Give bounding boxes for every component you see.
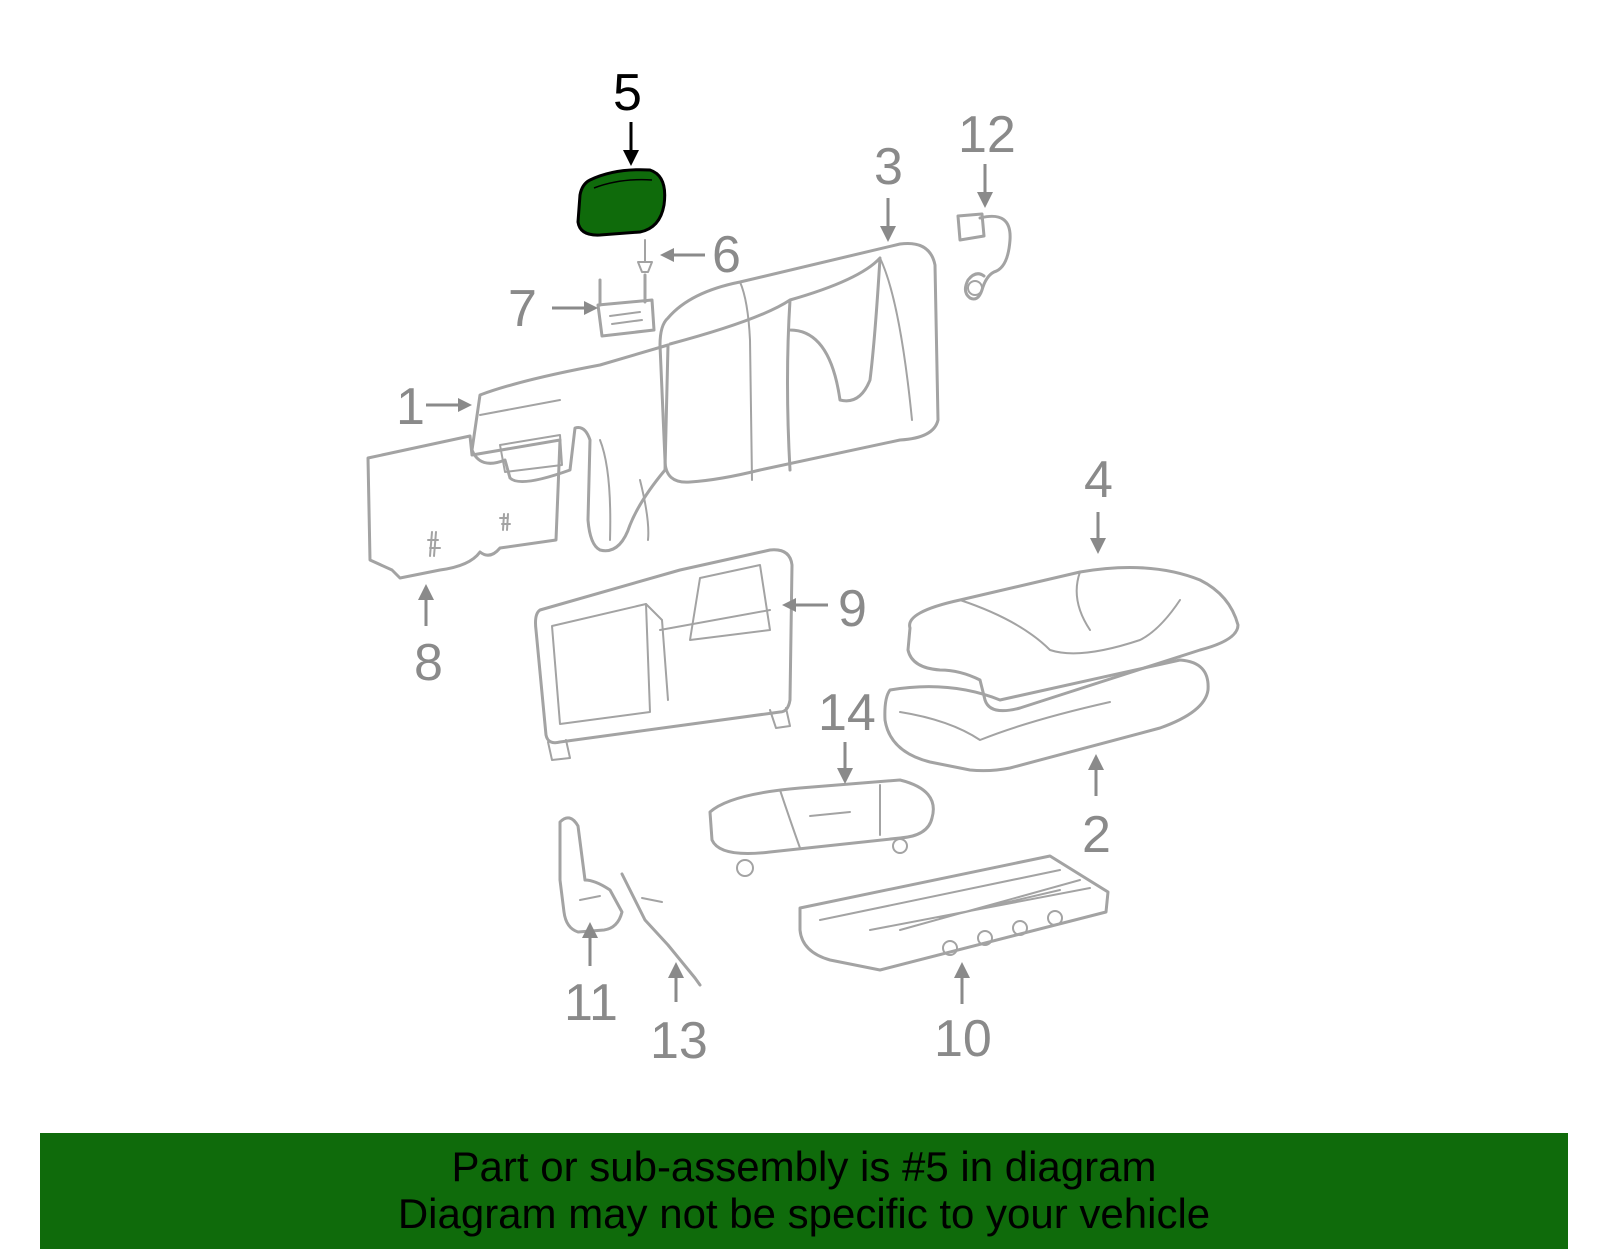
info-banner: Part or sub-assembly is #5 in diagram Di…	[40, 1133, 1568, 1249]
callout-4: 4	[1084, 451, 1113, 509]
callout-9: 9	[838, 580, 867, 638]
callout-1: 1	[396, 378, 425, 436]
cable-part-13[interactable]	[620, 872, 702, 987]
callout-13: 13	[650, 1012, 708, 1070]
callout-3: 3	[874, 138, 903, 196]
seat-back-part-3[interactable]	[658, 241, 940, 484]
connector-part-12[interactable]	[956, 212, 1012, 301]
guide-part-6[interactable]	[637, 239, 653, 273]
back-board-part-8[interactable]	[366, 434, 562, 580]
banner-line-1: Part or sub-assembly is #5 in diagram	[451, 1143, 1157, 1190]
armrest-part-14[interactable]	[708, 778, 935, 877]
back-panel-part-1[interactable]	[470, 343, 670, 553]
callout-14: 14	[818, 684, 876, 742]
seat-pad-part-2[interactable]	[883, 658, 1210, 773]
seat-frame-part-10[interactable]	[798, 854, 1110, 972]
callout-6: 6	[712, 226, 741, 284]
banner-line-2: Diagram may not be specific to your vehi…	[397, 1190, 1211, 1237]
callout-11: 11	[564, 974, 618, 1032]
bracket-part-7[interactable]	[596, 273, 656, 338]
back-frame-part-9[interactable]	[534, 548, 794, 761]
headrest-part-5[interactable]	[576, 168, 667, 237]
callout-2: 2	[1082, 806, 1111, 864]
callout-8: 8	[414, 634, 443, 692]
callout-12: 12	[958, 106, 1016, 164]
callout-10: 10	[934, 1010, 992, 1068]
seat-cushion-part-4[interactable]	[906, 566, 1240, 713]
callout-7: 7	[508, 280, 537, 338]
side-bracket-part-11[interactable]	[558, 816, 624, 934]
callout-5: 5	[613, 64, 642, 122]
